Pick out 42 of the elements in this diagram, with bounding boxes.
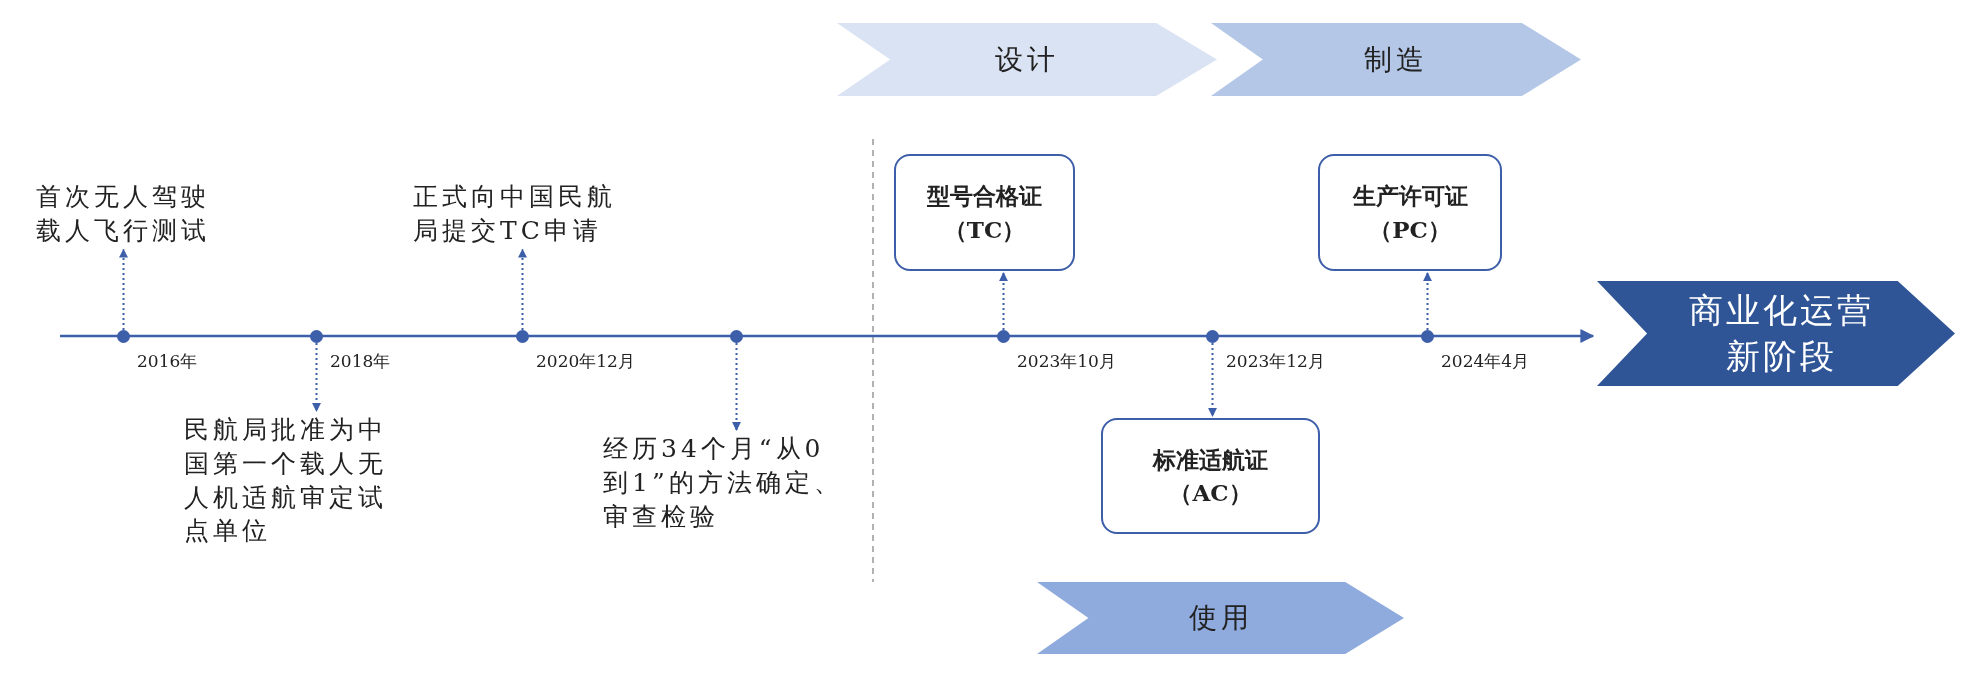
dotted-arrow (1423, 272, 1432, 331)
certificate-title: （TC） (943, 214, 1026, 245)
date-label: 2023年10月 (1017, 350, 1116, 373)
milestone-note: 正式向中国民航局提交TC申请 (413, 181, 617, 247)
chevron-banner (837, 23, 1217, 96)
timeline-arrow (60, 329, 1595, 343)
certificate-title: 型号合格证 (927, 181, 1042, 212)
timeline-dot (997, 330, 1010, 343)
certificate-card (1101, 418, 1320, 534)
dotted-arrow (732, 342, 741, 431)
certificate-title: （PC） (1369, 214, 1451, 245)
stage-label: 使用 (1188, 600, 1253, 636)
chevron-banner (1597, 281, 1955, 386)
milestone-note: 经历34个月“从0到1”的方法确定、审查检验 (603, 433, 844, 533)
date-label: 2020年12月 (536, 350, 635, 373)
chevron-banner (1211, 23, 1581, 96)
stage-label: 制造 (1364, 41, 1428, 78)
timeline-dot (117, 330, 130, 343)
certificate-title: （AC） (1169, 478, 1252, 508)
stage-label: 商业化运营新阶段 (1687, 288, 1875, 378)
date-label: 2018年 (330, 350, 391, 373)
date-label: 2023年12月 (1226, 350, 1325, 373)
dotted-arrow (1208, 342, 1217, 417)
timeline-dot (730, 330, 743, 343)
date-label: 2016年 (137, 350, 198, 373)
milestone-note: 首次无人驾驶载人飞行测试 (36, 181, 211, 247)
certificate-title: 生产许可证 (1352, 181, 1468, 212)
dotted-arrow (312, 342, 321, 412)
date-label: 2024年4月 (1441, 350, 1530, 373)
certificate-card (1318, 154, 1502, 271)
timeline-dot (516, 330, 529, 343)
dotted-arrow (119, 248, 128, 331)
certificate-title: 标准适航证 (1153, 444, 1268, 475)
milestone-note: 民航局批准为中国第一个载人无人机适航审定试点单位 (184, 414, 388, 548)
chevron-banner (1037, 582, 1404, 654)
stage-label: 设计 (995, 41, 1059, 78)
dotted-arrow (518, 248, 527, 331)
timeline-dot (310, 330, 323, 343)
certificate-card (894, 154, 1075, 271)
timeline-dot (1421, 330, 1434, 343)
timeline-dot (1206, 330, 1219, 343)
dotted-arrow (999, 272, 1008, 331)
